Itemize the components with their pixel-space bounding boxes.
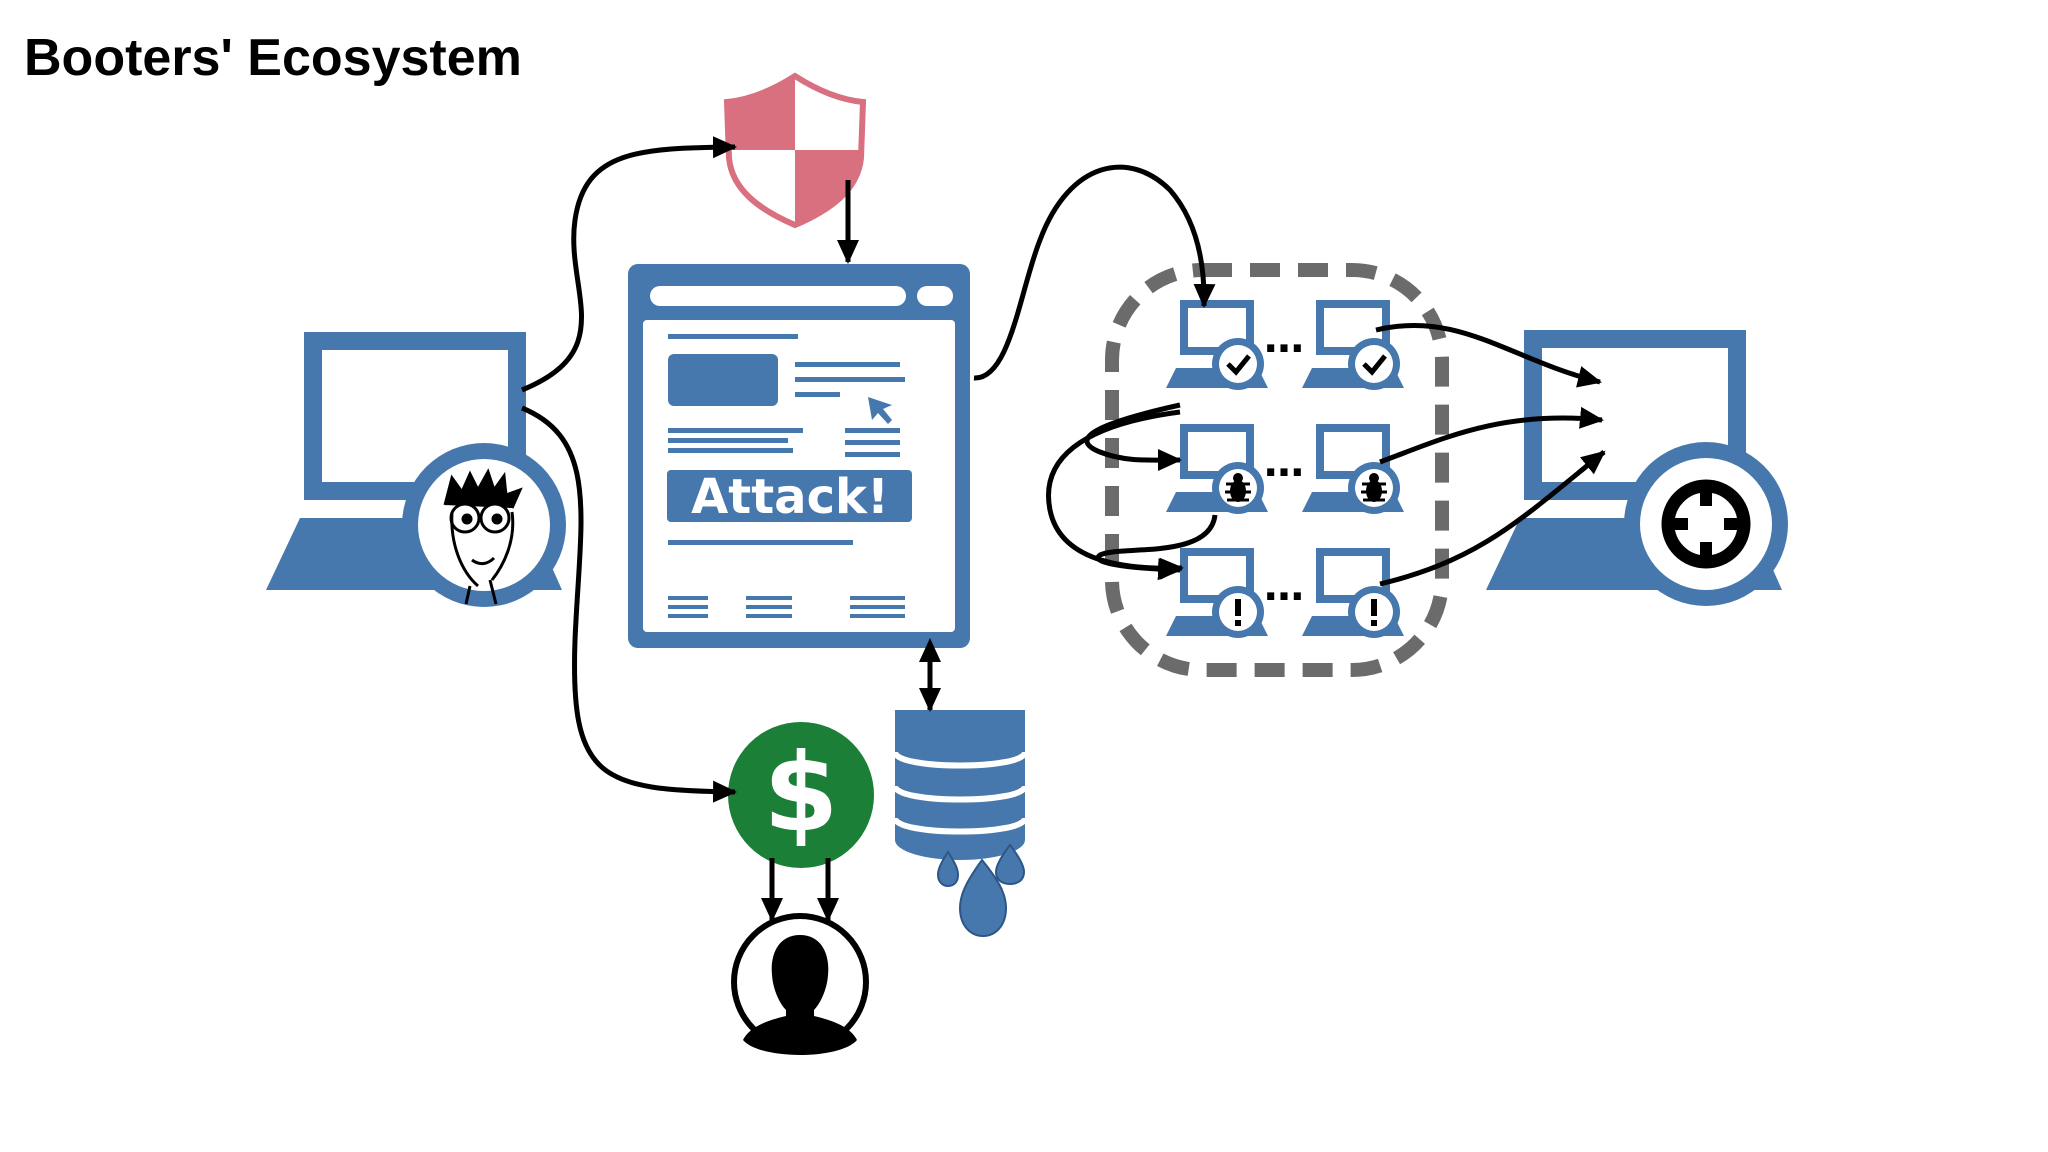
crosshair-target-icon: [1661, 479, 1751, 569]
bot-laptop-warning: [1302, 548, 1404, 638]
svg-text:…: …: [1264, 316, 1304, 362]
bot-laptop-bug: [1166, 424, 1268, 514]
person-icon: [731, 913, 869, 1055]
arrow-website-to-botnet: [973, 164, 1216, 381]
arrow-botnet-to-victim-2: [1379, 406, 1604, 465]
arrow-botnet-to-victim-3: [1379, 450, 1606, 587]
bot-laptop-check: [1166, 300, 1268, 390]
bot-laptop-check: [1302, 300, 1404, 390]
bot-laptop-warning: [1166, 548, 1268, 638]
svg-text:…: …: [1264, 564, 1304, 610]
arrow-attacker-to-dollar: [521, 405, 737, 803]
attack-button-label: Attack!: [691, 469, 889, 525]
leak-drops-icon: [936, 843, 1026, 938]
botnet-cloud-icon: … …: [1105, 263, 1449, 677]
dollar-icon: $: [728, 722, 874, 868]
diagram-title: Booters' Ecosystem: [24, 29, 522, 87]
arrow-attacker-to-shield: [521, 136, 737, 393]
svg-text:$: $: [763, 731, 838, 856]
arrow-bot-recruit-3: [1095, 514, 1218, 581]
svg-text:…: …: [1264, 440, 1304, 486]
attacker-laptop-icon: [266, 332, 566, 607]
bot-laptop-bug: [1302, 424, 1404, 514]
attacker-avatar: [443, 468, 523, 605]
ddos-protection-shield-icon: [723, 72, 867, 229]
flow-arrows: [521, 136, 1606, 922]
victim-laptop-icon: [1486, 330, 1788, 606]
booter-website-icon[interactable]: Attack!: [628, 264, 970, 648]
arrow-bot-recruit-1: [1084, 402, 1182, 472]
attack-button[interactable]: Attack!: [667, 469, 912, 525]
arrow-botnet-to-victim-1: [1375, 322, 1602, 388]
database-icon: [892, 710, 1028, 860]
